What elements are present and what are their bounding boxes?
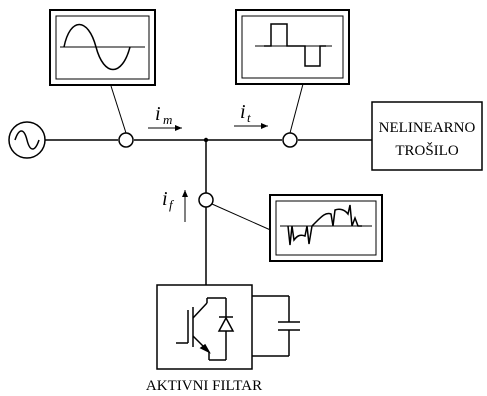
mains-waveform-box bbox=[49, 9, 156, 86]
nonlinear-load: NELINEARNO TROŠILO bbox=[371, 101, 483, 171]
svg-text:t: t bbox=[247, 110, 251, 125]
svg-text:i: i bbox=[162, 188, 168, 210]
filter-waveform-box bbox=[269, 194, 383, 262]
filter-current-label: i f bbox=[162, 188, 188, 222]
mains-current-label: i m bbox=[148, 103, 182, 131]
sine-wave bbox=[63, 24, 131, 70]
filter-label: AKTIVNI FILTAR bbox=[146, 378, 262, 394]
load-current-label: i t bbox=[234, 101, 268, 129]
svg-text:i: i bbox=[155, 103, 161, 125]
svg-text:f: f bbox=[169, 197, 175, 212]
square-wave bbox=[264, 23, 326, 67]
filter-current-sensor bbox=[198, 192, 276, 233]
svg-text:i: i bbox=[240, 101, 246, 123]
load-label-line2: TROŠILO bbox=[395, 142, 459, 159]
active-filter bbox=[156, 284, 253, 370]
igbt-icon bbox=[176, 298, 211, 360]
svg-text:m: m bbox=[163, 112, 172, 127]
load-waveform-box bbox=[235, 9, 350, 85]
mains-current-sensor bbox=[110, 85, 134, 148]
compensation-wave bbox=[287, 204, 362, 246]
load-label-line1: NELINEARNO bbox=[379, 120, 476, 136]
capacitor-icon bbox=[252, 295, 300, 357]
ac-source-icon bbox=[8, 121, 46, 159]
diode-icon bbox=[207, 297, 235, 361]
load-current-sensor bbox=[282, 83, 304, 148]
